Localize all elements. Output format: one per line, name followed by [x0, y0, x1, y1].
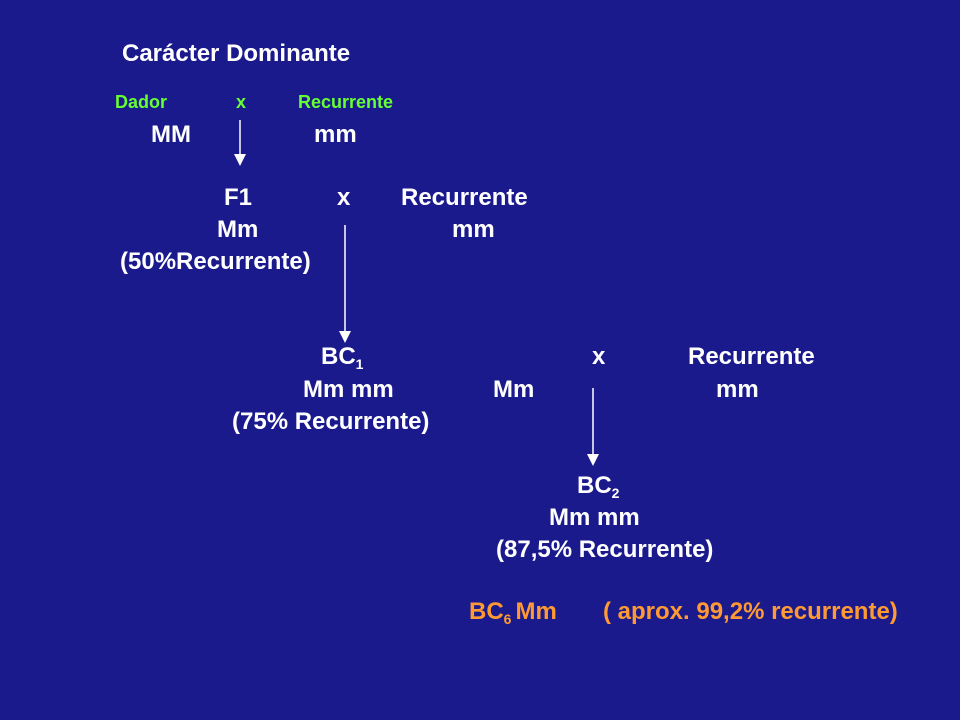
cross2-percent: (50%Recurrente)	[120, 248, 311, 275]
cross3-genotype-selected: Mm	[493, 376, 535, 403]
cross2-genotype2: mm	[452, 216, 495, 243]
bc6-percent: ( aprox. 99,2% recurrente)	[603, 598, 898, 625]
cross1-x: x	[236, 92, 247, 112]
cross1-genotype1: MM	[151, 121, 191, 148]
cross3-parent1-sub: 1	[355, 356, 364, 372]
cross3-genotype2: mm	[716, 376, 759, 403]
cross3-x: x	[592, 343, 606, 370]
cross1-genotype2: mm	[314, 121, 357, 148]
bc2-percent: (87,5% Recurrente)	[496, 536, 714, 563]
bc6-sub: 6	[503, 611, 512, 627]
bc2-genotypes: Mm mm	[549, 504, 640, 531]
bc2-label-text: BC	[577, 472, 612, 499]
cross2-parent2: Recurrente	[401, 184, 528, 211]
cross1-parent1: Dador	[115, 92, 168, 112]
cross2-genotype1: Mm	[217, 216, 259, 243]
cross3-parent1: BC1	[321, 343, 364, 372]
bc2-label: BC2	[577, 472, 620, 501]
cross2-parent1: F1	[224, 184, 253, 211]
cross1-parent2: Recurrente	[298, 92, 394, 112]
cross3-parent2: Recurrente	[688, 343, 815, 370]
cross3-genotypes: Mm mm	[303, 376, 394, 403]
bc2-sub: 2	[611, 485, 620, 501]
cross3-percent: (75% Recurrente)	[232, 408, 430, 435]
page-title: Carácter Dominante	[122, 40, 351, 67]
bc6-label-text: BC	[469, 598, 504, 625]
bc6-genotype: Mm	[515, 598, 557, 625]
cross3-parent1-label: BC	[321, 343, 356, 370]
cross2-x: x	[337, 184, 351, 211]
